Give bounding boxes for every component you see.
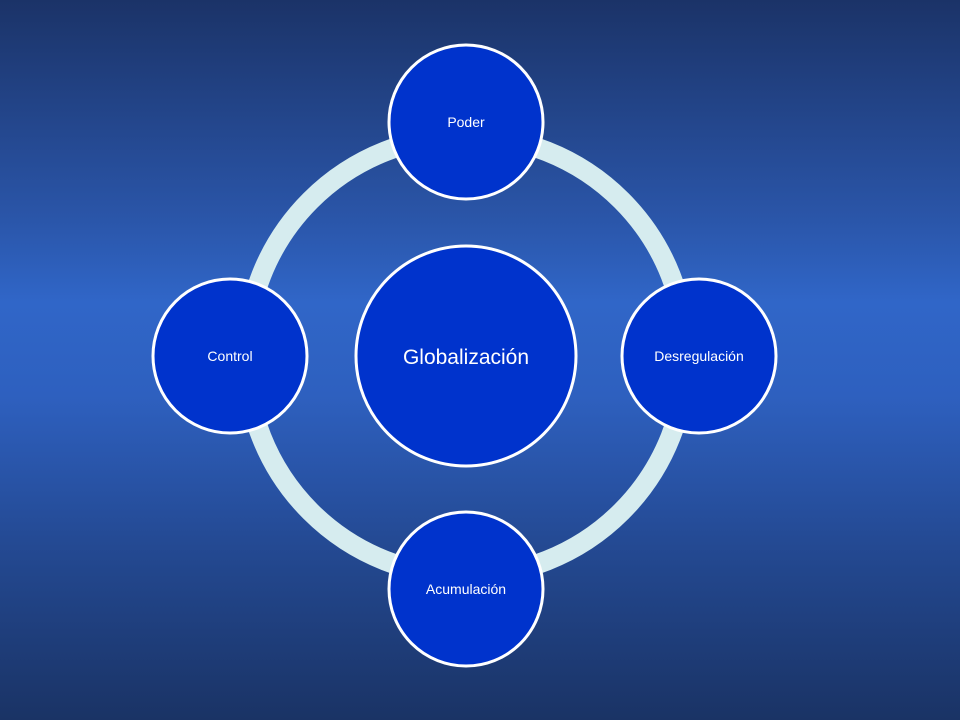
node-poder-circle [387,43,545,201]
node-acumulacion-label: Acumulación [426,581,506,597]
node-poder: Poder [387,43,545,201]
center-node: Globalización [354,244,578,468]
node-acumulacion-circle [387,510,545,668]
node-poder-label: Poder [447,114,485,130]
node-desregulacion: Desregulación [620,277,778,435]
node-control-label: Control [207,348,252,364]
center-node-circle [354,244,578,468]
center-node-label: Globalización [403,346,529,369]
node-acumulacion: Acumulación [387,510,545,668]
node-desregulacion-label: Desregulación [654,348,744,364]
node-control: Control [151,277,309,435]
node-control-circle [151,277,309,435]
node-desregulacion-circle [620,277,778,435]
